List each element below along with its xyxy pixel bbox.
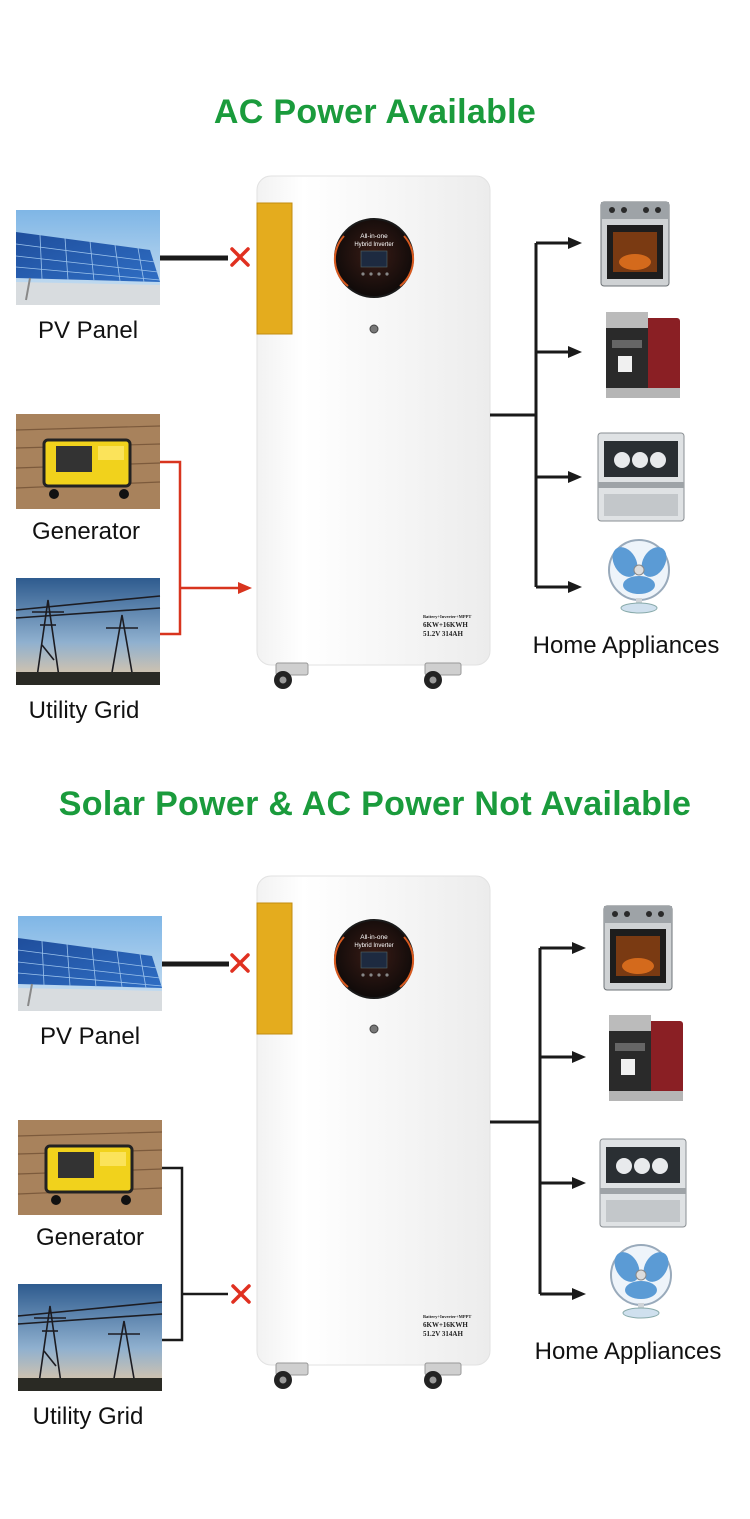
ac-disconnect-cross-icon: [231, 1284, 251, 1304]
panel-title: Solar Power & AC Power Not Available: [58, 785, 692, 823]
output-arrow-icon: [568, 471, 582, 483]
display-line2: Hybrid Inverter: [354, 943, 393, 949]
caster-wheel: [274, 1362, 309, 1389]
device-label-line1: Battery+Inverter+MPPT: [423, 614, 471, 619]
panel-title: AC Power Available: [213, 93, 537, 131]
device-label-line1: Battery+Inverter+MPPT: [423, 1314, 471, 1319]
hybrid-inverter-cabinet: All-in-one Hybrid Inverter Battery+Inver…: [256, 175, 491, 689]
output-arrow-icon: [572, 1051, 586, 1063]
ac-input-connection: [160, 460, 240, 636]
device-label-line3: 51.2V 314AH: [423, 630, 463, 638]
home-appliances-label: Home Appliances: [532, 632, 720, 659]
generator-label: Generator: [35, 1224, 145, 1251]
coffee-machine-icon: [606, 312, 680, 398]
device-label-line3: 51.2V 314AH: [423, 1330, 463, 1338]
utility-grid-label: Utility Grid: [28, 697, 140, 724]
oven-icon: [603, 905, 673, 991]
device-label-line2: 6KW+16KWH: [423, 621, 468, 629]
oven-icon: [600, 201, 670, 287]
caster-wheel: [424, 1362, 462, 1389]
output-arrow-icon: [568, 237, 582, 249]
output-arrow-icon: [568, 346, 582, 358]
display-line1: All-in-one: [360, 233, 388, 240]
output-arrow-icon: [572, 1288, 586, 1300]
diagram-graphics: All-in-one Hybrid Inverter Battery+Inver…: [17, 875, 687, 1391]
fan-icon: [608, 539, 670, 614]
coffee-machine-icon: [609, 1015, 683, 1101]
output-arrows: [568, 237, 582, 593]
output-arrow-icon: [568, 581, 582, 593]
caster-wheel: [424, 662, 462, 689]
home-appliances-label: Home Appliances: [534, 1338, 722, 1365]
output-arrow-icon: [572, 942, 586, 954]
dishwasher-icon: [599, 1138, 687, 1228]
pv-panel-image: [15, 210, 161, 305]
utility-grid-image: [17, 1284, 163, 1391]
pv-panel-image: [17, 916, 163, 1011]
hybrid-inverter-cabinet: All-in-one Hybrid Inverter Battery+Inver…: [256, 875, 491, 1389]
ac-input-connection: [162, 1166, 228, 1342]
generator-label: Generator: [31, 518, 141, 545]
output-arrow-icon: [572, 1177, 586, 1189]
ac-input-arrow-icon: [238, 582, 252, 594]
output-arrows: [572, 942, 586, 1300]
fan-icon: [610, 1244, 672, 1319]
diagram-ac-power-available: AC Power Available: [15, 93, 720, 724]
pv-panel-label: PV Panel: [37, 317, 139, 344]
pv-disconnect-cross-icon: [230, 953, 250, 973]
device-label-line2: 6KW+16KWH: [423, 1321, 468, 1329]
pv-panel-label: PV Panel: [39, 1023, 141, 1050]
output-connection: [490, 241, 570, 589]
diagram-graphics: All-in-one Hybrid Inverter Battery+Inver…: [15, 175, 685, 689]
output-connection: [490, 946, 574, 1296]
dishwasher-icon: [597, 432, 685, 522]
generator-image: [17, 1120, 163, 1215]
caster-wheel: [274, 662, 309, 689]
diagram-solar-and-ac-not-available: Solar Power & AC Power Not Available: [0, 770, 750, 1519]
display-line1: All-in-one: [360, 934, 388, 941]
utility-grid-image: [15, 578, 161, 685]
pv-disconnect-cross-icon: [230, 247, 250, 267]
utility-grid-label: Utility Grid: [32, 1403, 144, 1430]
generator-image: [15, 414, 161, 509]
display-line2: Hybrid Inverter: [354, 242, 393, 248]
